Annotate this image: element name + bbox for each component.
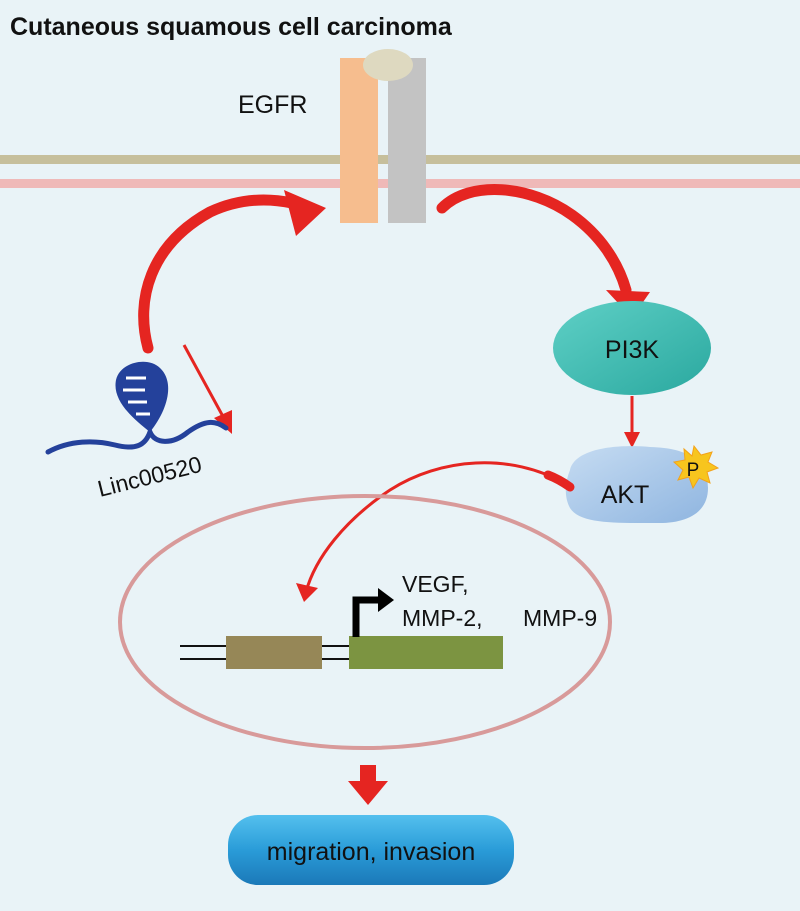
nucleus [118,494,612,750]
pi3k-label: PI3K [605,336,660,364]
akt-to-nucleus-arrow [304,461,567,593]
target-gene-block [349,636,503,669]
lncrna-to-egfr-arrowhead [284,190,326,236]
akt-to-nucleus-arrowhead [296,583,318,602]
akt-label: AKT [601,481,650,509]
lncrna-strand [45,420,229,455]
outcome-label: migration, invasion [267,838,475,866]
outcome-arrow-shaft [360,765,376,783]
transcription-start-arrowhead [378,588,394,612]
transcription-start-arrow [352,596,380,637]
egfr-to-pi3k-arrow [436,184,632,296]
egfr-left-subunit [340,58,378,223]
gene-label-mmp9: MMP-9 [523,605,597,631]
lncrna-to-egfr-arrow [138,194,298,354]
outcome-arrowhead [348,781,388,805]
promoter-block [226,636,322,669]
egfr-ligand [363,49,413,81]
phospho-badge [672,444,720,490]
phospho-label: P [687,460,700,481]
akt-arrow-base [543,470,575,492]
egfr-right-subunit [388,58,426,223]
egfr-label: EGFR [238,91,307,119]
gene-label-mmp2: MMP-2, [402,605,483,631]
outcome-box [228,815,514,885]
gene-label-vegf: VEGF, [402,571,468,597]
figure-title: Cutaneous squamous cell carcinoma [10,13,453,41]
lncrna-stem-loop [115,361,169,432]
pi3k-to-akt-arrowhead [624,432,640,448]
lncrna-label: Linc00520 [95,451,204,502]
akt-node [565,446,708,524]
lncrna-thin-arrow [182,344,228,423]
pi3k-node [553,301,711,395]
